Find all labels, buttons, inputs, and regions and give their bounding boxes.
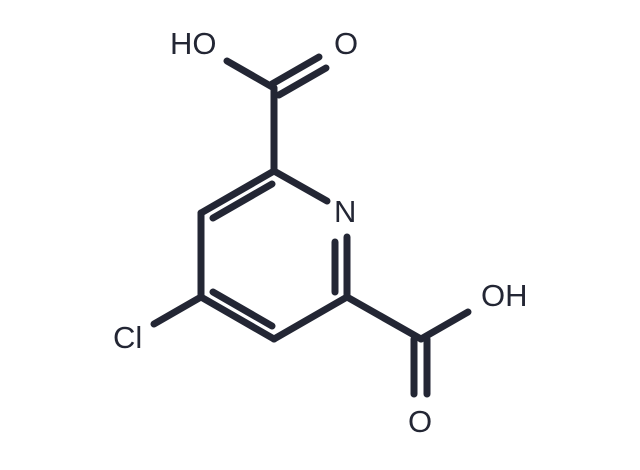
bottom-carbonyl-oxygen-label: O [408,404,432,439]
top-hydroxyl-label: HO [170,26,217,61]
bond-c6-c5 [270,293,351,343]
top-carbonyl-oxygen-label: O [334,26,358,61]
bond-c4-cl [150,293,205,328]
bond-c3-c2-inner [209,180,276,222]
bond-right-c-oh [417,308,472,343]
bond-c5-c4-inner [209,288,276,330]
right-hydroxyl-label: OH [481,278,528,313]
bond-c3-c2 [197,167,278,217]
bond-top-c-o-double-a [268,53,323,88]
bond-c6-carboxyl [343,293,425,343]
bond-c2-n1 [270,167,331,205]
chlorine-label: Cl [113,320,142,355]
bond-top-c-oh [223,57,278,92]
bond-top-c-o-double-b [275,64,330,99]
bond-c5-c4 [197,293,278,343]
ring-nitrogen-label: N [334,194,356,229]
